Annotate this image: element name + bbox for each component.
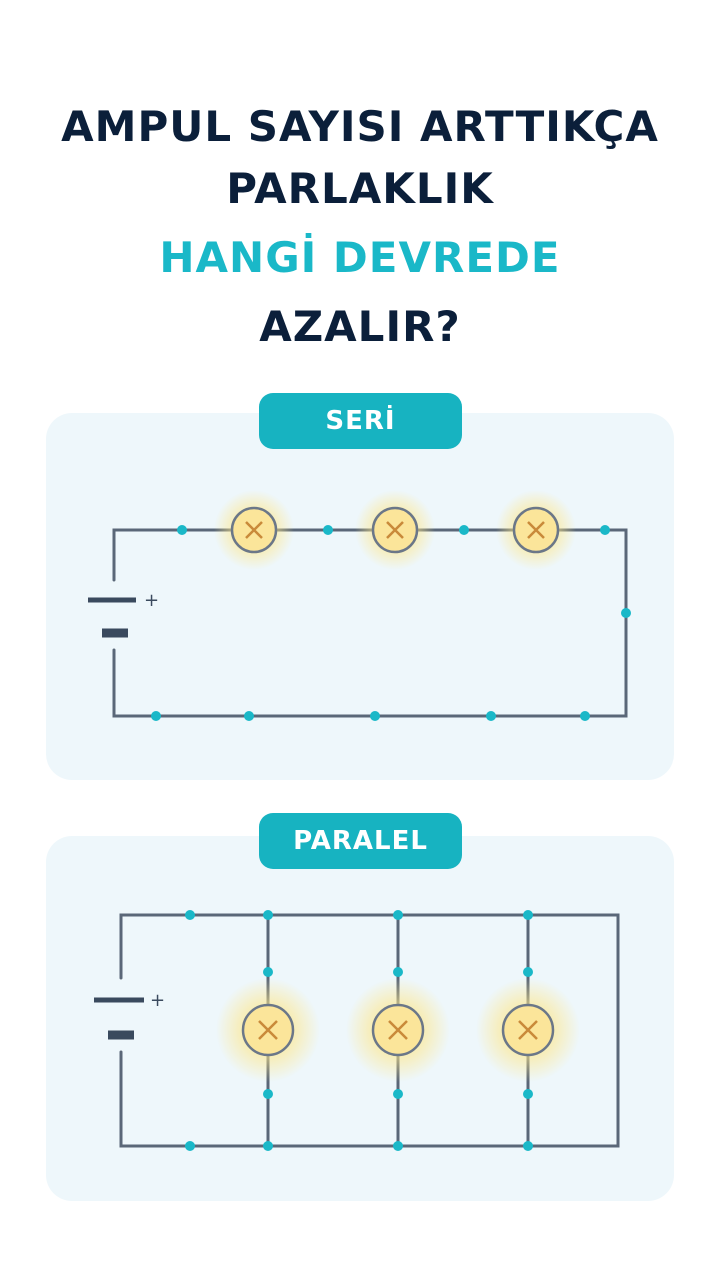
bulb-icon <box>476 978 580 1082</box>
series-circuit <box>112 528 628 718</box>
headline-line-3: HANGİ DEVREDE <box>159 233 561 282</box>
series-battery: + <box>88 590 159 638</box>
bulb-icon <box>216 978 320 1082</box>
parallel-bulbs <box>216 978 580 1082</box>
series-label-badge: SERİ <box>259 393 462 449</box>
series-bulbs <box>214 490 576 570</box>
series-wire <box>112 528 628 718</box>
bulb-icon <box>214 490 294 570</box>
bulb-icon <box>496 490 576 570</box>
parallel-label-badge: PARALEL <box>259 813 462 869</box>
battery-plus-sign: + <box>150 990 165 1011</box>
bulb-icon <box>346 978 450 1082</box>
headline-line-2: PARLAKLIK <box>226 164 494 213</box>
series-circuit-panel <box>46 413 674 780</box>
battery-plus-sign: + <box>144 590 159 611</box>
parallel-outer-wire <box>119 913 620 1148</box>
bulb-icon <box>355 490 435 570</box>
parallel-nodes <box>185 910 533 1151</box>
headline-line-4: AZALIR? <box>259 302 461 351</box>
series-nodes <box>151 525 631 721</box>
headline-line-1: AMPUL SAYISI ARTTIKÇA <box>61 102 659 151</box>
parallel-battery: + <box>94 990 165 1040</box>
